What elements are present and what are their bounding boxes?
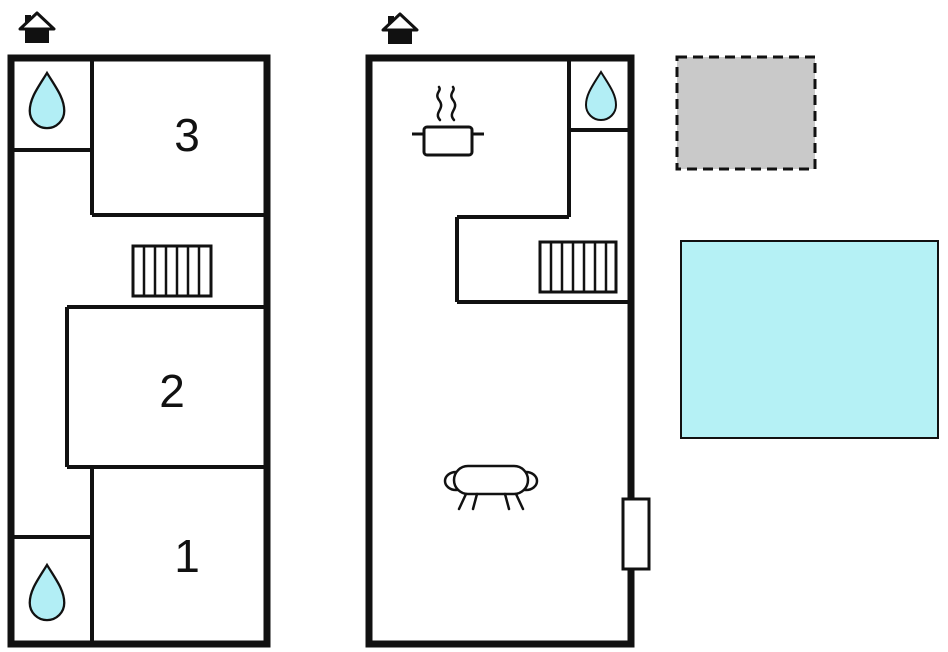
ground-floor-interior-walls [455, 58, 628, 304]
room-label-3: 3 [174, 109, 200, 161]
sofa-icon [443, 464, 539, 511]
ground-floor-plan [365, 12, 651, 648]
pool-area [680, 240, 939, 439]
room-label-2: 2 [159, 365, 185, 417]
house-icon [381, 12, 419, 44]
first-floor-outline [7, 54, 271, 648]
stove-pot-icon [412, 85, 484, 157]
first-floor-plan: 3 2 1 [7, 11, 271, 648]
water-drop-icon [28, 70, 66, 130]
stairs-icon [538, 240, 618, 294]
stairs-icon [131, 244, 213, 298]
water-drop-icon [584, 70, 618, 121]
water-drop-icon [28, 562, 66, 622]
room-label-1: 1 [174, 530, 200, 582]
house-icon [18, 11, 56, 43]
steam-icon [436, 85, 457, 122]
door-icon [621, 497, 651, 571]
ground-floor-outline [365, 54, 635, 648]
parking-area [675, 55, 817, 171]
first-floor-interior-walls [14, 58, 264, 644]
